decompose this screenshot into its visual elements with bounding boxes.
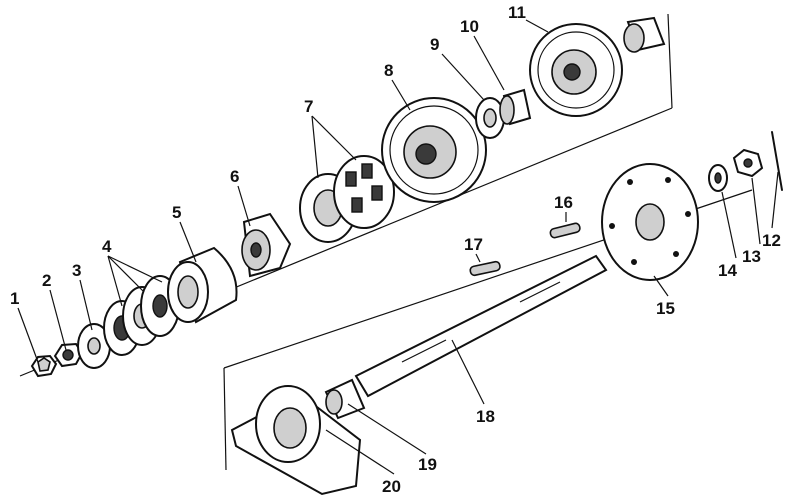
part-12-cotter-pin xyxy=(771,131,783,191)
label-16: 16 xyxy=(554,193,573,212)
label-18: 18 xyxy=(476,407,495,426)
label-6: 6 xyxy=(230,167,239,186)
part-5-drum xyxy=(167,246,238,324)
label-13: 13 xyxy=(742,247,761,266)
part-20-pillow-block xyxy=(230,385,362,496)
label-15: 15 xyxy=(656,299,675,318)
part-13-castle-nut xyxy=(732,148,764,178)
part-end-bushing xyxy=(623,16,666,53)
label-9: 9 xyxy=(430,35,439,54)
callout-labels: 1 2 3 4 5 6 7 8 9 10 11 12 13 14 15 16 1… xyxy=(10,3,781,496)
part-7-differential xyxy=(299,155,395,243)
part-9-bearing xyxy=(475,97,505,139)
part-6-coupling xyxy=(241,212,292,278)
label-8: 8 xyxy=(384,61,393,80)
part-16-key xyxy=(549,222,581,239)
label-4: 4 xyxy=(102,237,112,256)
label-19: 19 xyxy=(418,455,437,474)
part-11-sprocket xyxy=(529,23,623,117)
label-3: 3 xyxy=(72,261,81,280)
label-2: 2 xyxy=(42,271,51,290)
label-11: 11 xyxy=(508,3,526,22)
label-20: 20 xyxy=(382,477,401,496)
label-17: 17 xyxy=(464,235,483,254)
label-12: 12 xyxy=(762,231,781,250)
leader-lines xyxy=(17,19,779,475)
part-10-spacer xyxy=(499,88,532,126)
label-10: 10 xyxy=(460,17,479,36)
part-8-sprocket xyxy=(381,97,487,203)
part-17-key xyxy=(469,260,501,277)
part-1-nut xyxy=(30,354,58,378)
part-14-washer xyxy=(708,164,728,192)
part-19-collar xyxy=(324,378,366,420)
label-1: 1 xyxy=(10,289,19,308)
label-14: 14 xyxy=(718,261,737,280)
part-15-hub xyxy=(601,163,699,281)
label-5: 5 xyxy=(172,203,181,222)
part-3-washer xyxy=(77,323,111,369)
part-18-shaft xyxy=(354,254,608,398)
label-7: 7 xyxy=(304,97,313,116)
